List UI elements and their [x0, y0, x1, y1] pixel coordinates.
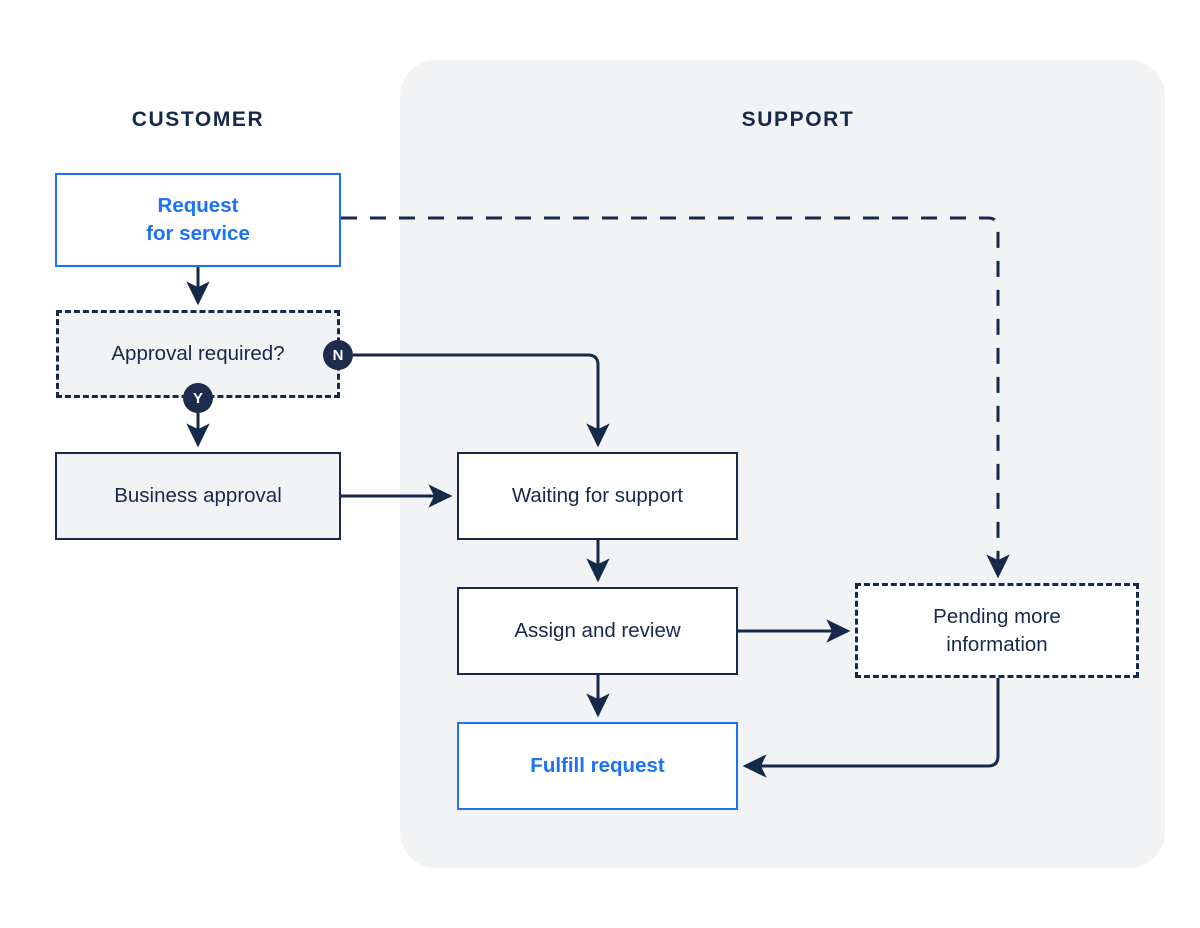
decision-badge-yes: Y: [183, 383, 213, 413]
node-pending-line2: information: [946, 632, 1048, 656]
lane-title-support: SUPPORT: [741, 108, 855, 131]
node-waiting-for-support-label: Waiting for support: [511, 484, 684, 508]
node-request-line1: Request: [157, 194, 239, 218]
decision-badge-no: N: [323, 340, 353, 370]
node-pending-line1: Pending more: [933, 604, 1061, 628]
node-fulfill-request-label: Fulfill request: [530, 754, 665, 778]
node-request-for-service[interactable]: Request for service: [55, 173, 341, 267]
node-fulfill-request[interactable]: Fulfill request: [457, 722, 738, 810]
node-business-approval-label: Business approval: [114, 484, 282, 508]
node-approval-required-label: Approval required?: [111, 342, 285, 366]
lane-title-customer: CUSTOMER: [131, 108, 265, 131]
node-pending-more-information[interactable]: Pending more information: [855, 583, 1139, 678]
node-pending-more-information-label: Pending more information: [933, 603, 1061, 658]
node-assign-and-review[interactable]: Assign and review: [457, 587, 738, 675]
node-assign-and-review-label: Assign and review: [514, 619, 681, 643]
node-request-for-service-label: Request for service: [146, 192, 250, 247]
node-request-line2: for service: [146, 222, 250, 245]
node-waiting-for-support[interactable]: Waiting for support: [457, 452, 738, 540]
node-business-approval[interactable]: Business approval: [55, 452, 341, 540]
